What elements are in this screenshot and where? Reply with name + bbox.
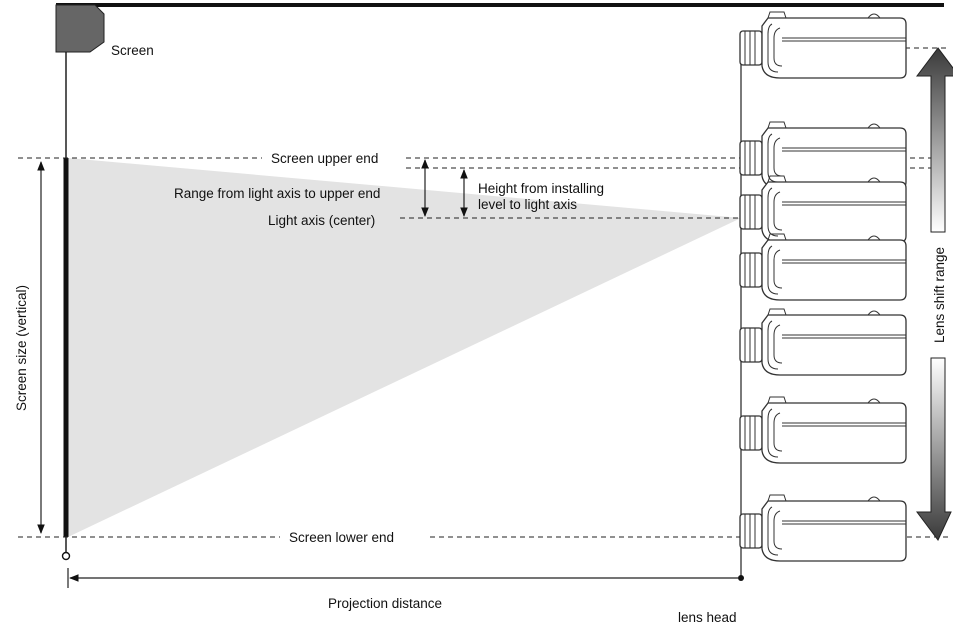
height-installing-label-line2: level to light axis	[478, 197, 577, 212]
projector-bottom	[739, 494, 907, 562]
projector-top	[739, 11, 907, 79]
projector-mid-lower	[739, 396, 907, 464]
projector-mid-upper	[739, 233, 907, 301]
light-axis-label: Light axis (center)	[268, 213, 375, 228]
screen-housing	[55, 4, 105, 53]
screen-label: Screen	[111, 43, 154, 58]
range-light-axis-label: Range from light axis to upper end	[174, 186, 380, 201]
screen-upper-end-label: Screen upper end	[271, 151, 378, 166]
projection-distance-label: Projection distance	[328, 596, 442, 611]
screen-lower-end-label: Screen lower end	[289, 530, 394, 545]
height-installing-label-line1: Height from installing	[478, 181, 604, 196]
projector-axis	[739, 175, 907, 243]
lens-shift-range-label: Lens shift range	[932, 247, 947, 343]
screen-size-label: Screen size (vertical)	[14, 285, 29, 411]
projector-upper	[739, 121, 907, 189]
lens-head-dot	[738, 575, 744, 581]
projection-beam	[68, 158, 741, 537]
lens-shift-up-arrow	[916, 47, 953, 233]
lens-head-label: lens head	[678, 610, 737, 625]
screen-bottom-weight	[61, 551, 71, 561]
projector-mid	[739, 308, 907, 376]
lens-shift-down-arrow	[916, 357, 952, 541]
